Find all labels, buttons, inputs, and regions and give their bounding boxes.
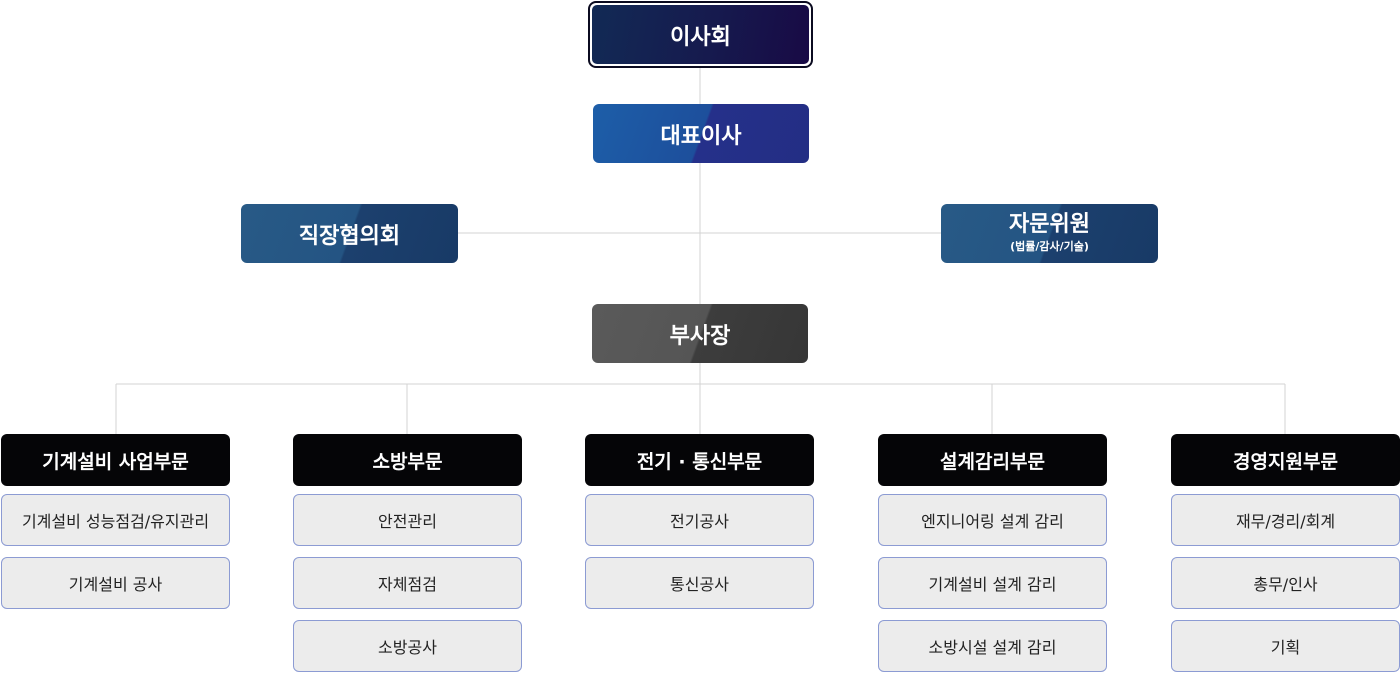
dept-electrical-item: 전기공사 bbox=[585, 494, 814, 546]
dept-mechanical-item: 기계설비 성능점검/유지관리 bbox=[1, 494, 230, 546]
board-of-directors-box: 이사회 bbox=[588, 1, 813, 68]
labor-council-box: 직장협의회 bbox=[241, 204, 458, 263]
dept-mechanical: 기계설비 사업부문 bbox=[1, 434, 230, 486]
vice-president-label: 부사장 bbox=[669, 323, 731, 349]
advisory-committee-box: 자문위원 (법률/감사/기술) bbox=[941, 204, 1158, 263]
dept-mechanical-item: 기계설비 공사 bbox=[1, 557, 230, 609]
board-of-directors-label: 이사회 bbox=[592, 5, 809, 64]
dept-management-support-item: 재무/경리/회계 bbox=[1171, 494, 1400, 546]
dept-electrical: 전기 · 통신부문 bbox=[585, 434, 814, 486]
advisory-committee-sublabel: (법률/감사/기술) bbox=[1010, 240, 1089, 253]
dept-management-support-item: 기획 bbox=[1171, 620, 1400, 672]
dept-design-supervision-item: 엔지니어링 설계 감리 bbox=[878, 494, 1107, 546]
labor-council-label: 직장협의회 bbox=[298, 223, 401, 249]
dept-management-support-item: 총무/인사 bbox=[1171, 557, 1400, 609]
dept-fire-item: 소방공사 bbox=[293, 620, 522, 672]
dept-fire-item: 자체점검 bbox=[293, 557, 522, 609]
dept-design-supervision: 설계감리부문 bbox=[878, 434, 1107, 486]
dept-design-supervision-item: 기계설비 설계 감리 bbox=[878, 557, 1107, 609]
vice-president-box: 부사장 bbox=[592, 304, 808, 363]
dept-fire-item: 안전관리 bbox=[293, 494, 522, 546]
dept-electrical-item: 통신공사 bbox=[585, 557, 814, 609]
dept-design-supervision-item: 소방시설 설계 감리 bbox=[878, 620, 1107, 672]
ceo-label: 대표이사 bbox=[660, 123, 742, 149]
dept-management-support: 경영지원부문 bbox=[1171, 434, 1400, 486]
dept-fire: 소방부문 bbox=[293, 434, 522, 486]
advisory-committee-label: 자문위원 bbox=[1009, 212, 1090, 237]
ceo-box: 대표이사 bbox=[593, 104, 809, 163]
